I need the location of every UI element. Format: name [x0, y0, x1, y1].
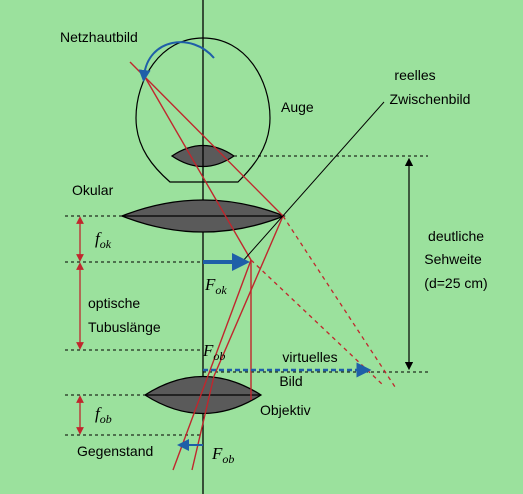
intermediate-image-arrow	[203, 253, 250, 271]
retina-image-arrow	[138, 41, 215, 82]
reference-lines	[65, 155, 428, 436]
retina-image-label: Netzhautbild	[60, 29, 138, 45]
object-label: Gegenstand	[77, 443, 153, 459]
F-ob-lower-symbol: Fob	[211, 444, 234, 466]
f-ob-symbol: fob	[95, 404, 112, 426]
f-ok-symbol: fok	[95, 229, 112, 251]
intermediate-image-pointer	[241, 101, 385, 263]
real-intermediate-image-label: reelles Zwischenbild	[390, 67, 471, 107]
F-ok-symbol: Fok	[204, 275, 227, 297]
light-rays	[129, 61, 284, 471]
objective-label: Objektiv	[260, 402, 311, 418]
F-ob-upper-symbol: Fob	[202, 341, 225, 363]
optical-tube-length-label: optische Tubuslänge	[88, 295, 161, 335]
virtual-rays	[250, 215, 398, 391]
eyepiece-label: Okular	[72, 182, 114, 198]
near-point-distance-label: deutliche Sehweite (d=25 cm)	[424, 228, 488, 291]
virtual-image-label: virtuelles Bild	[279, 349, 341, 389]
eye-label: Auge	[281, 99, 314, 115]
